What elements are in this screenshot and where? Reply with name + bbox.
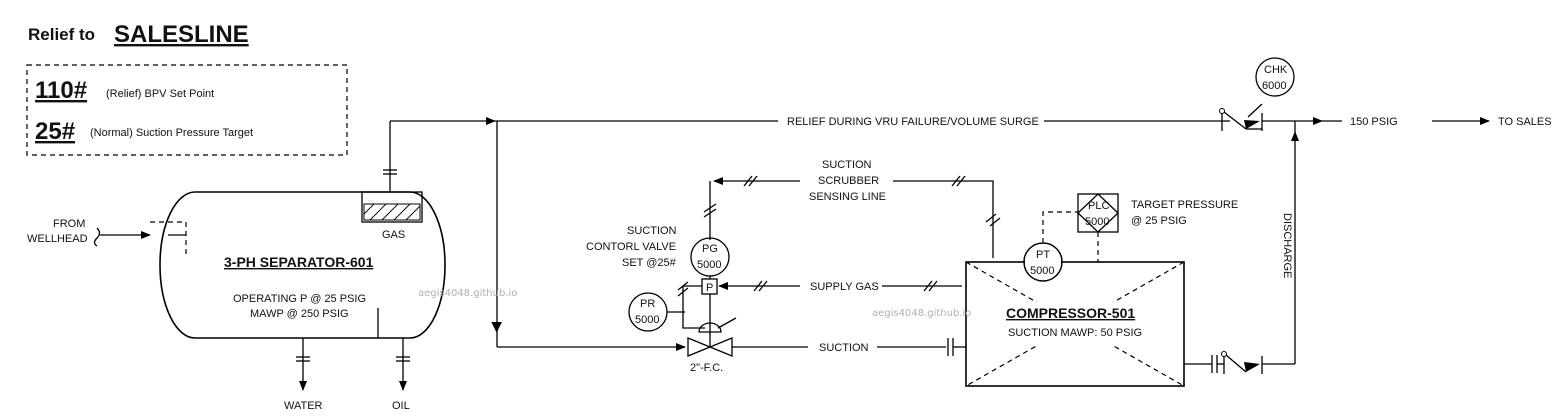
- setpoint-25-text: (Normal) Suction Pressure Target: [90, 127, 253, 139]
- compressor-mawp: SUCTION MAWP: 50 PSIG: [1008, 327, 1142, 339]
- sensing-tick-3: [951, 175, 961, 187]
- pt-number: 5000: [1030, 265, 1054, 277]
- cv-size-label: 2"-F.C.: [690, 362, 723, 374]
- setpoint-25-value: 25#: [35, 118, 75, 145]
- chk-instrument-bubble: [1255, 57, 1295, 97]
- water-outlet: [296, 338, 310, 391]
- compressor-title: COMPRESSOR-501: [1006, 305, 1135, 321]
- pr-tick-2: [677, 287, 689, 297]
- positioner-label: P: [706, 282, 713, 294]
- target-pressure-1: TARGET PRESSURE: [1131, 199, 1238, 211]
- compressor-diag-1: [965, 261, 1185, 387]
- target-pressure-2: @ 25 PSIG: [1131, 215, 1187, 227]
- pt-tag: PT: [1036, 249, 1050, 261]
- cv-label-2: CONTORL VALVE: [586, 241, 676, 253]
- watermark-2: aegis4048.github.io: [872, 308, 971, 319]
- compressor-diag-2: [965, 261, 1185, 387]
- sensing-tick-8: [703, 208, 717, 218]
- sensing-tick-1: [985, 213, 997, 223]
- sensing-tick-4: [956, 175, 966, 187]
- sales-pressure-label: 150 PSIG: [1350, 116, 1398, 128]
- drop-arrow-head: [492, 322, 502, 332]
- supply-tick-2: [758, 280, 768, 292]
- watermark-1: aegis4048.github.io: [418, 288, 517, 299]
- to-sales-label: TO SALES: [1498, 116, 1552, 128]
- separator-vessel: [159, 191, 446, 339]
- relief-target-title: SALESLINE: [114, 21, 249, 48]
- separator-mawp: MAWP @ 250 PSIG: [250, 308, 349, 320]
- pg-tag: PG: [702, 243, 718, 255]
- inlet-label-line2: WELLHEAD: [27, 233, 88, 245]
- discharge-label: DISCHARGE: [1281, 213, 1293, 278]
- cv-label-3: SET @25#: [622, 257, 677, 269]
- plc-number: 5000: [1085, 216, 1109, 228]
- gas-label: GAS: [382, 229, 405, 241]
- sensing-tick-2: [989, 217, 1001, 227]
- chk-number: 6000: [1262, 80, 1286, 92]
- pr-tag: PR: [640, 298, 655, 310]
- discharge-check-valve: [1217, 351, 1263, 374]
- inlet-diverter: [150, 221, 187, 256]
- pg-number: 5000: [697, 259, 721, 271]
- pt-bubble-fill: [1025, 244, 1061, 280]
- gas-chamber: [361, 191, 423, 223]
- cv-label-1: SUCTION: [627, 225, 677, 237]
- supply-gas-label: SUPPLY GAS: [810, 281, 879, 293]
- oil-outlet: [396, 338, 410, 391]
- plc-tag: PLC: [1088, 200, 1109, 212]
- relief-line-label: RELIEF DURING VRU FAILURE/VOLUME SURGE: [787, 116, 1039, 128]
- relief-check-valve: [1219, 103, 1263, 131]
- pr-number: 5000: [635, 314, 659, 326]
- cv-fail-arrow: [717, 317, 737, 329]
- setpoint-110-text: (Relief) BPV Set Point: [106, 88, 214, 100]
- sensing-label-2: SCRUBBER: [818, 175, 879, 187]
- compressor-box: [965, 261, 1185, 387]
- setpoint-110-value: 110#: [35, 77, 87, 104]
- pr-signal-line: [682, 286, 705, 329]
- sensing-line-right: [893, 180, 994, 258]
- pt-signal-line: [1042, 211, 1078, 243]
- suction-label: SUCTION: [819, 342, 869, 354]
- inlet-label-line1: FROM: [53, 218, 85, 230]
- separator-operating: OPERATING P @ 25 PSIG: [233, 293, 366, 305]
- suction-control-valve: [687, 294, 733, 357]
- sensing-tick-6: [748, 175, 758, 187]
- separator-title: 3-PH SEPARATOR-601: [224, 254, 374, 270]
- sensing-tick-5: [743, 175, 753, 187]
- sensing-label-1: SUCTION: [822, 159, 872, 171]
- chk-tag: CHK: [1264, 64, 1288, 76]
- sensing-label-3: SENSING LINE: [809, 191, 886, 203]
- compressor-label-bg: [1000, 302, 1150, 346]
- demister-hatch: [363, 203, 421, 221]
- supply-tick-1: [753, 280, 763, 292]
- relief-prefix: Relief to: [28, 25, 95, 44]
- supply-tick-3: [923, 280, 933, 292]
- water-label: WATER: [284, 400, 323, 412]
- supply-tick-4: [928, 280, 938, 292]
- sensing-tick-7: [703, 203, 717, 213]
- gas-outlet-pipe: [383, 117, 496, 192]
- oil-label: OIL: [392, 400, 410, 412]
- setpoint-box: [26, 64, 348, 156]
- inlet-break-symbol: [93, 227, 101, 247]
